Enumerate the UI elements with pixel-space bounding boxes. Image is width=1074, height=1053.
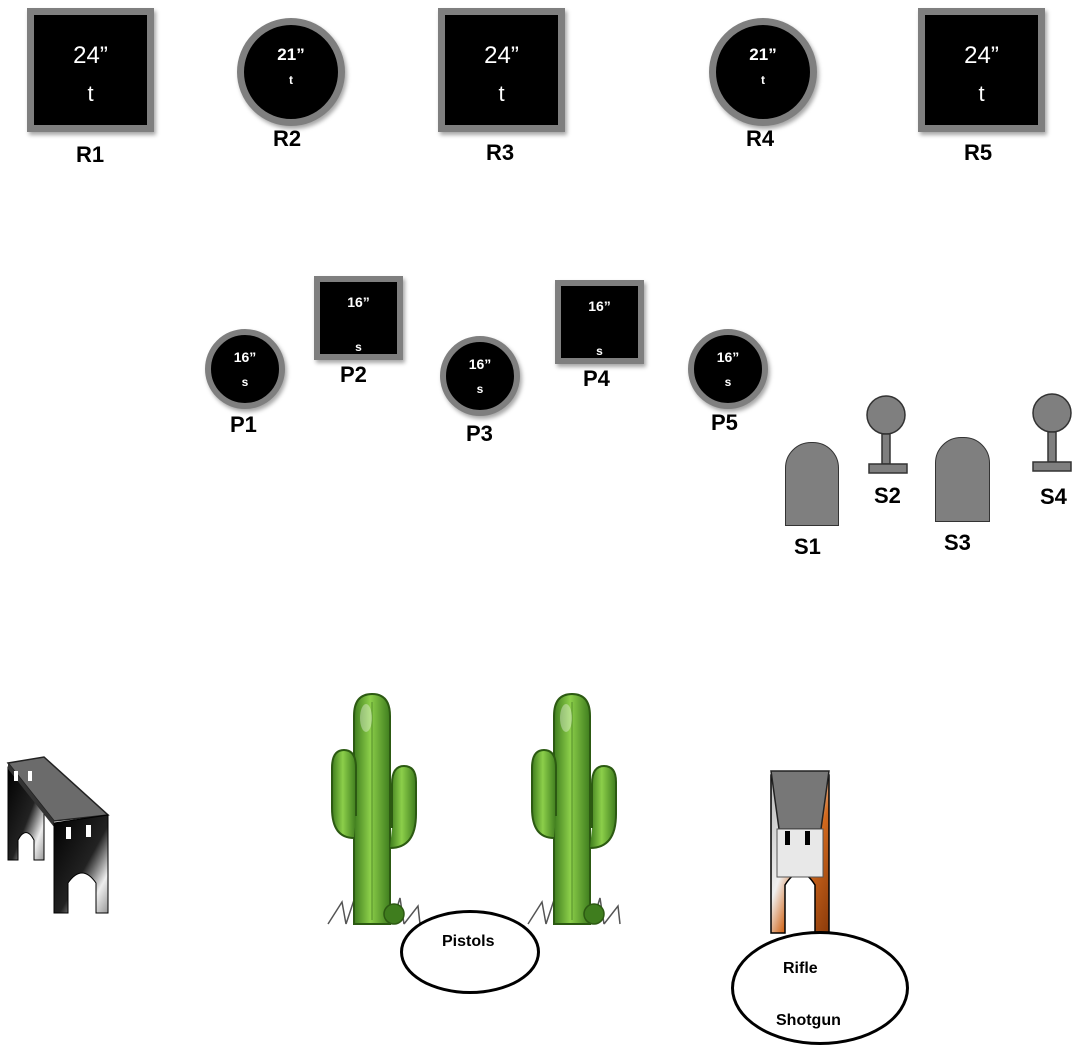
target-r1: 24” t (27, 8, 154, 132)
target-p4: 16” s (555, 280, 644, 364)
target-type: s (724, 375, 732, 389)
target-size: 16” (588, 298, 611, 314)
target-type: s (476, 382, 484, 396)
target-p1: 16” s (205, 329, 285, 409)
label-r4: R4 (746, 126, 775, 151)
label-s4: S4 (1040, 484, 1067, 509)
target-p5: 16” s (688, 329, 768, 409)
target-size: 24” (964, 42, 999, 69)
knockdown-target-s3 (935, 437, 990, 522)
cactus-icon (527, 692, 621, 925)
target-size: 16” (468, 356, 492, 372)
label-p5: P5 (711, 410, 738, 435)
label-p1: P1 (230, 412, 257, 437)
target-size: 24” (73, 42, 108, 69)
rifle-label: Rifle (783, 960, 818, 977)
target-p3: 16” s (440, 336, 520, 416)
gun-cart-icon (770, 770, 830, 934)
cactus-icon (327, 692, 421, 925)
target-r5: 24” t (918, 8, 1045, 132)
target-size: 16” (716, 349, 740, 365)
target-type: t (87, 81, 94, 106)
shotgun-label: Shotgun (776, 1012, 841, 1029)
label-r5: R5 (964, 140, 993, 165)
popper-target-s4 (1032, 393, 1072, 472)
target-type: t (761, 73, 765, 87)
pistols-position (400, 910, 540, 994)
target-size: 21” (749, 45, 777, 64)
target-size: 16” (233, 349, 257, 365)
label-r1: R1 (76, 142, 105, 167)
knockdown-target-s1 (785, 442, 839, 526)
target-size: 21” (277, 45, 305, 64)
rifle-shotgun-position (731, 931, 909, 1045)
label-s3: S3 (944, 530, 971, 555)
label-r2: R2 (273, 126, 302, 151)
target-r2: 21” t (237, 18, 345, 126)
target-size: 16” (347, 294, 370, 310)
target-r3: 24” t (438, 8, 565, 132)
target-type: s (241, 375, 249, 389)
popper-target-s2 (866, 395, 908, 474)
target-type: t (498, 81, 505, 106)
target-type: s (596, 344, 603, 358)
label-p4: P4 (583, 366, 610, 391)
label-p3: P3 (466, 421, 493, 446)
label-p2: P2 (340, 362, 367, 387)
target-p2: 16” s (314, 276, 403, 360)
label-s1: S1 (794, 534, 821, 559)
target-size: 24” (484, 42, 519, 69)
table-icon (6, 756, 110, 914)
label-s2: S2 (874, 483, 901, 508)
target-type: t (978, 81, 985, 106)
target-type: t (289, 73, 293, 87)
target-type: s (355, 340, 362, 354)
target-r4: 21” t (709, 18, 817, 126)
label-r3: R3 (486, 140, 515, 165)
pistols-label: Pistols (442, 933, 495, 950)
